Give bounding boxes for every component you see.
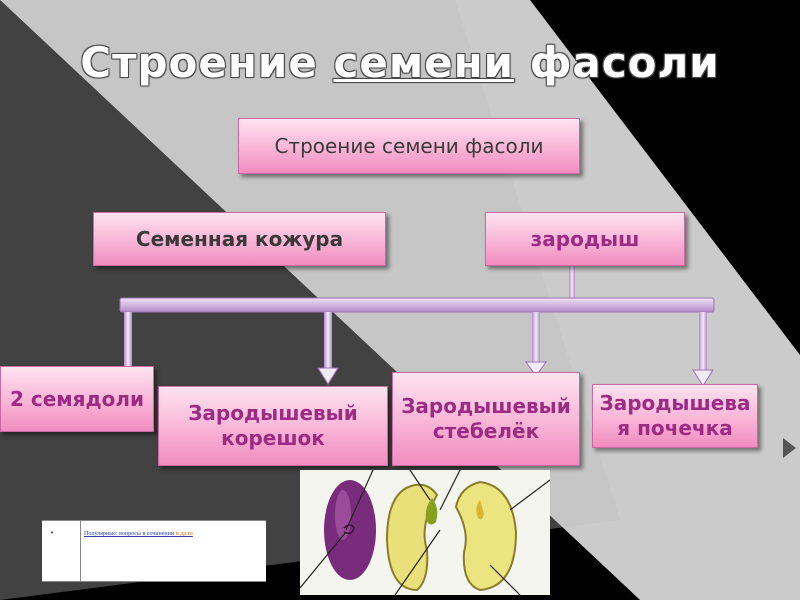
cotyledons-label: 2 семядоли [9,386,145,411]
bud-box: Зародышевая почечка [592,384,758,448]
cotyledon-half-icon [454,480,518,592]
slide-title: Строение семени фасоли [0,38,800,87]
root-label: Строение семени фасоли [274,133,544,158]
embryo-label: зародыш [530,226,640,251]
connector-stem [569,265,575,299]
arrow-down-icon [692,312,714,387]
cotyledons-box: 2 семядоли [0,366,154,432]
side-arrow-icon [783,438,796,458]
radicle-label: Зародышевый корешок [188,401,358,450]
embryo-box: зародыш [485,212,685,266]
title-word-underlined: семени [333,38,515,87]
table-marker: • [50,529,55,537]
table-caption-site[interactable]: и др.ru [175,531,193,537]
root-box: Строение семени фасоли [238,118,580,174]
whole-bean-icon [324,480,376,580]
stem-label: Зародышевый стебелёк [401,394,571,443]
table-caption-text[interactable]: Популярные: вопросы в сочинении [84,531,175,537]
title-word: Строение [80,38,318,87]
arrow-down-icon [525,312,547,377]
bud-label: Зародышевая почечка [599,391,751,440]
stem-box: Зародышевый стебелёк [392,372,580,466]
bean-seed-image [299,469,551,596]
embryo-bud-icon [425,498,438,525]
seed-coat-box: Семенная кожура [93,212,386,266]
arrow-down-icon [317,312,339,385]
cotyledon-half-icon [385,483,439,592]
radicle-box: Зародышевый корешок [158,386,388,466]
table-divider [80,521,81,581]
connector-bar [119,297,715,313]
table-caption[interactable]: Популярные: вопросы в сочинении и др.ru [84,531,193,537]
footer-table: • Популярные: вопросы в сочинении и др.r… [42,520,266,582]
seed-coat-label: Семенная кожура [135,226,344,251]
title-word: фасоли [529,38,720,87]
bean-seed-illustration [299,469,551,596]
